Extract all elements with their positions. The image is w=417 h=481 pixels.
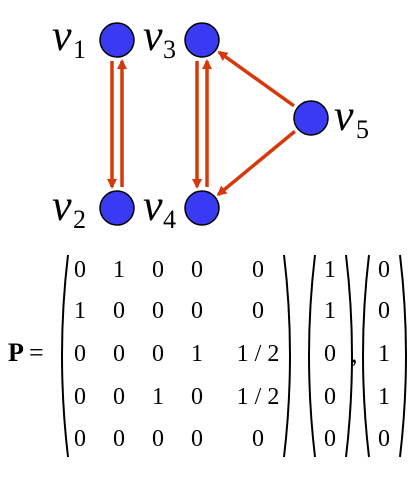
vector-b-cell-4: 1	[378, 384, 390, 410]
matrix-cell-r1-c3: 0	[152, 257, 164, 283]
node-label-v5: v	[334, 91, 354, 140]
matrix-cell-r2-c5: 0	[252, 298, 264, 324]
matrix-cell-r3-c3: 0	[152, 341, 164, 367]
vector-b-left-paren	[362, 254, 370, 458]
graph-node-labels: v 1 v 2 v 3 v 4 v 5	[52, 11, 369, 234]
vector-comma: ,	[351, 339, 358, 368]
node-v1	[99, 22, 135, 58]
vector-a-cell-5: 0	[324, 426, 336, 452]
matrix-cell-r1-c1: 0	[74, 257, 86, 283]
matrix-cell-r4-c1: 0	[74, 384, 86, 410]
vector-b-cell-5: 0	[378, 426, 390, 452]
vector-b-cell-1: 0	[378, 257, 390, 283]
matrix-cell-r4-c5: 1 / 2	[237, 384, 280, 410]
edge-v5-to-v4	[216, 130, 296, 196]
matrix-cell-r2-c2: 0	[113, 298, 125, 324]
vector-a-cell-2: 1	[324, 298, 336, 324]
matrix-cell-r3-c4: 1	[191, 341, 203, 367]
node-label-v4: v	[143, 181, 163, 230]
matrix-cell-r4-c3: 1	[152, 384, 164, 410]
node-subscript-v2: 2	[73, 205, 86, 234]
matrix-cell-r4-c4: 0	[191, 384, 203, 410]
vector-a-cell-1: 1	[324, 257, 336, 283]
vector-a-cell-4: 0	[324, 384, 336, 410]
matrix-cell-r4-c2: 0	[113, 384, 125, 410]
node-subscript-v4: 4	[163, 205, 176, 234]
matrix-symbol: P	[8, 338, 24, 367]
matrix-right-paren	[283, 254, 291, 458]
matrix-cell-r1-c5: 0	[252, 257, 264, 283]
node-v4	[184, 190, 220, 226]
node-subscript-v3: 3	[163, 35, 176, 64]
vector-a-left-paren	[308, 254, 316, 458]
vector-b-cells: 0 0 1 1 0	[378, 257, 390, 452]
node-subscript-v5: 5	[356, 115, 369, 144]
equals-sign: =	[29, 338, 44, 367]
node-label-v2: v	[52, 181, 72, 230]
matrix-cell-r5-c5: 0	[252, 426, 264, 452]
matrix-cell-r5-c1: 0	[74, 426, 86, 452]
matrix-cell-r1-c2: 1	[113, 257, 125, 283]
matrix-cell-r1-c4: 0	[191, 257, 203, 283]
graph-nodes	[99, 22, 329, 226]
matrix-cell-r2-c3: 0	[152, 298, 164, 324]
vector-b-cell-3: 1	[378, 341, 390, 367]
matrix-left-paren	[61, 254, 69, 458]
vector-a-cell-3: 0	[324, 341, 336, 367]
node-v2	[99, 190, 135, 226]
node-label-v1: v	[52, 11, 72, 60]
graph-edges	[107, 50, 296, 196]
vector-a-right-paren	[345, 254, 353, 458]
matrix-cell-r2-c1: 1	[74, 298, 86, 324]
matrix-cell-r2-c4: 0	[191, 298, 203, 324]
node-v3	[184, 22, 220, 58]
node-subscript-v1: 1	[73, 35, 86, 64]
vector-b-cell-2: 0	[378, 298, 390, 324]
edge-v5-to-v3	[217, 50, 295, 108]
node-v5	[293, 100, 329, 136]
matrix-cells: 0 1 0 0 0 1 0 0 0 0 0 0 0 1 1 / 2 0 0 1 0 1 / 2 0 0 0 0 0	[74, 257, 279, 452]
node-label-v3: v	[143, 11, 163, 60]
matrix-cell-r5-c4: 0	[191, 426, 203, 452]
vector-a-cells: 1 1 0 0 0	[324, 257, 336, 452]
matrix-cell-r5-c2: 0	[113, 426, 125, 452]
matrix-cell-r5-c3: 0	[152, 426, 164, 452]
matrix-cell-r3-c5: 1 / 2	[237, 341, 280, 367]
matrix-cell-r3-c1: 0	[74, 341, 86, 367]
vector-b-right-paren	[399, 254, 407, 458]
matrix-cell-r3-c2: 0	[113, 341, 125, 367]
